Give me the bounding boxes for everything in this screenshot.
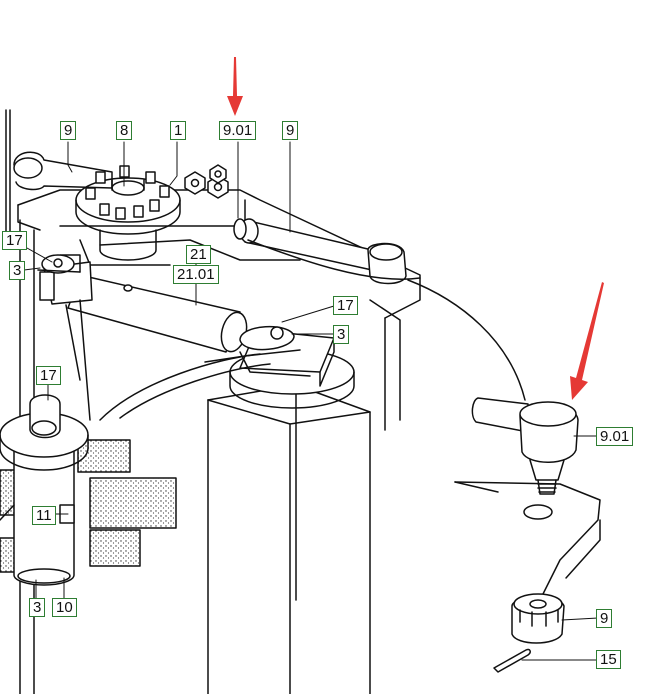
left-tie-rod-arm [5,109,113,241]
red-arrows [227,57,604,400]
callout-9-01-top: 9.01 [219,121,257,140]
castle-nut [511,593,565,644]
red-arrow-top [227,57,243,116]
callout-3-left: 3 [9,261,26,280]
lower-left-assembly [0,394,177,586]
callout-9-left: 9 [60,121,77,140]
lever-clamp [99,325,311,421]
red-arrow-right [570,282,604,400]
callout-3-bottom: 3 [29,598,46,617]
callout-11: 11 [32,506,56,525]
right-tie-rod [233,218,421,285]
callout-8: 8 [116,121,133,140]
main-column [207,384,371,694]
callout-9-01-right: 9.01 [596,427,634,446]
ball-joint [407,279,579,495]
callout-15: 15 [596,650,621,669]
cotter-pin [493,648,531,673]
bolted-flange [75,165,181,261]
hydraulic-cylinder [39,254,248,421]
callout-17-left: 17 [2,231,27,250]
loose-nuts [184,164,229,199]
callout-21-01: 21.01 [173,265,219,284]
callout-1: 1 [170,121,187,140]
left-clamp-17-3 [37,254,81,274]
callout-9-nut: 9 [596,609,613,628]
callout-10: 10 [52,598,77,617]
callout-17-center: 17 [333,296,358,315]
callout-3-center: 3 [333,325,350,344]
steering-arm-plate [454,481,601,601]
callout-17-lower: 17 [36,366,61,385]
callout-9-right: 9 [282,121,299,140]
leader-lines [23,141,599,661]
callout-21: 21 [186,245,211,264]
